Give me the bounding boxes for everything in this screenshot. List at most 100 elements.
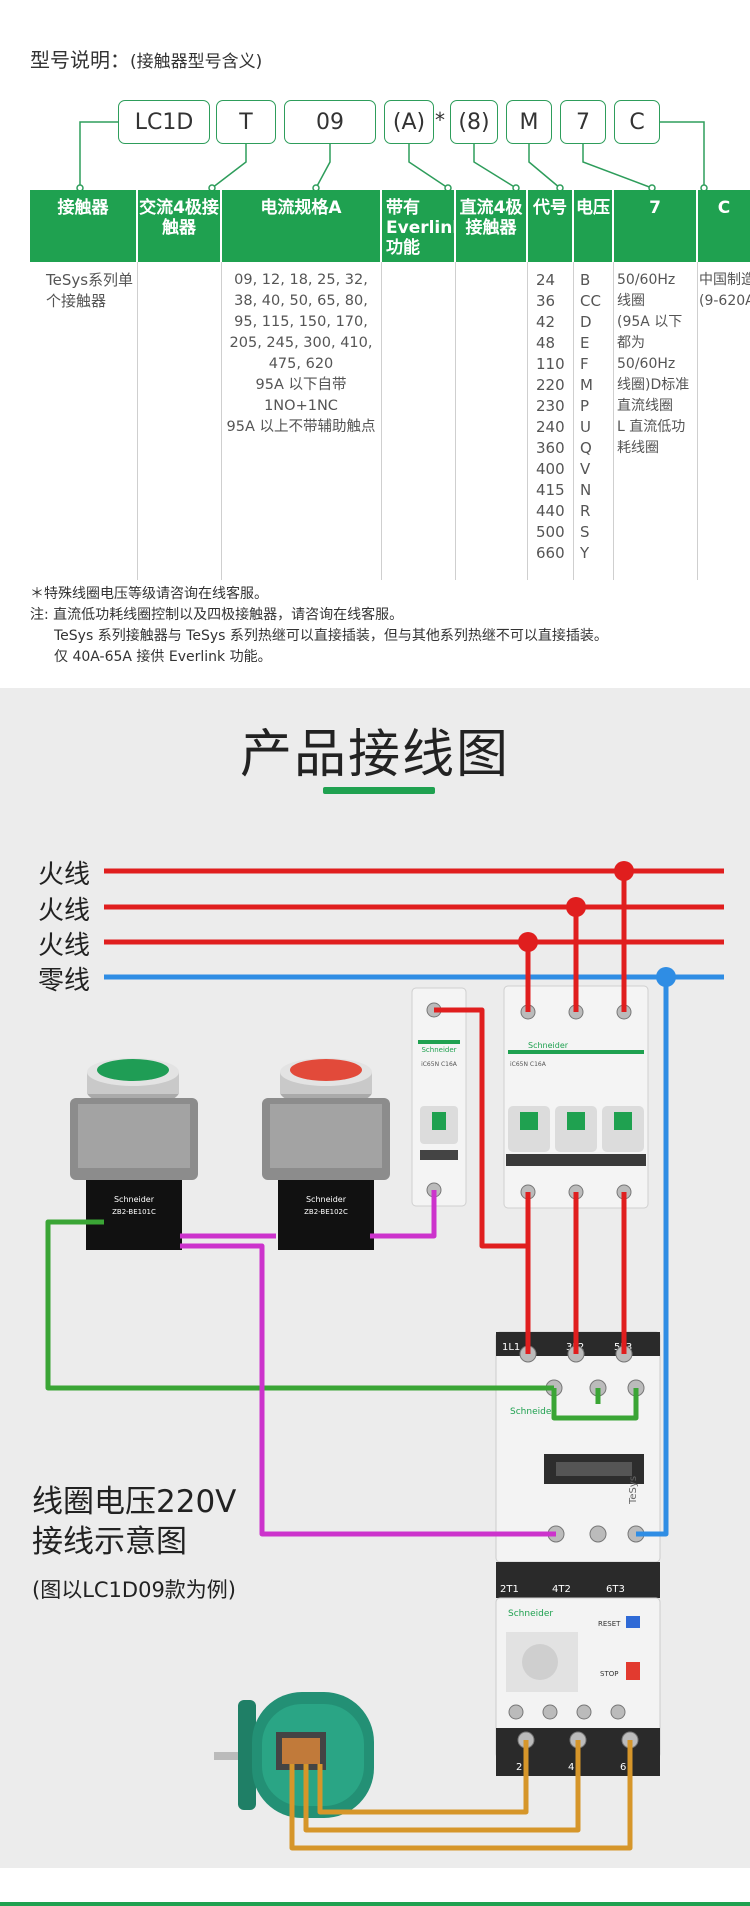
table-header-c: C	[698, 190, 750, 262]
relay-reset-label: RESET	[598, 1620, 621, 1628]
voltage-item: E	[580, 334, 590, 352]
freq-line: 都为50/60Hz	[617, 335, 676, 372]
code-item: 240	[536, 418, 565, 436]
cell-current-line: 38, 40, 50, 65, 80,	[234, 293, 368, 309]
code-item: 48	[536, 334, 556, 352]
relay-stop-label: STOP	[600, 1670, 618, 1678]
code-box-frequency: 7	[560, 100, 606, 144]
relay-terminal-6: 6	[620, 1762, 626, 1773]
voltage-item: B	[580, 271, 591, 289]
bottom-accent-line	[0, 1902, 750, 1906]
line-label-live-3: 火线	[38, 931, 91, 961]
thermal-relay: Schneider RESET STOP 2 4 6	[495, 1597, 661, 1776]
voltage-item: F	[580, 355, 589, 373]
code-item: 500	[536, 523, 565, 541]
voltage-item: Y	[580, 544, 590, 562]
code-item: 110	[536, 355, 565, 373]
red-button-model: ZB2-BE102C	[304, 1208, 348, 1216]
diagram-note-small: (图以LC1D09款为例)	[32, 1578, 237, 1602]
table-divider	[381, 262, 382, 580]
voltage-item: N	[580, 481, 592, 499]
single-pole-breaker: Schneider iC65N C16A	[411, 987, 467, 1207]
code-item: 42	[536, 313, 556, 331]
table-header-everlink: 带有Everlink功能	[382, 190, 464, 262]
diagram-note-1: 线圈电压220V	[32, 1484, 237, 1520]
code-item: 360	[536, 439, 565, 457]
code-star: *	[435, 108, 445, 132]
freq-line: (95A 以下	[617, 314, 683, 330]
code-box-pole: T	[216, 100, 276, 144]
table-divider	[613, 262, 614, 580]
relay-terminal-2: 2	[516, 1762, 522, 1773]
table-header-code: 代号	[528, 190, 572, 262]
breaker3-brand: Schneider	[528, 1041, 569, 1050]
table-divider	[455, 262, 456, 580]
table-header-dc4: 直流4极接触器	[456, 190, 526, 262]
motor	[214, 1692, 374, 1818]
table-header-7: 7	[614, 190, 696, 262]
contactor-tesys: TeSys	[628, 1476, 639, 1505]
table-divider	[573, 262, 574, 580]
code-item: 400	[536, 460, 565, 478]
model-heading: 型号说明：(接触器型号含义)	[30, 44, 262, 73]
origin-line: 中国制造	[699, 272, 750, 288]
line-label-live-1: 火线	[38, 860, 91, 890]
cell-voltage-list: B CC D E F M P U Q V N R S Y	[580, 270, 612, 564]
freq-line: 耗线圈	[617, 440, 659, 456]
code-item: 415	[536, 481, 565, 499]
relay-terminal-4: 4	[568, 1762, 574, 1773]
three-pole-breaker: Schneider iC65N C16A	[503, 985, 649, 1209]
green-button-brand: Schneider	[114, 1195, 155, 1204]
line-label-live-2: 火线	[38, 896, 91, 926]
note-line: ＊特殊线圈电压等级请咨询在线客服。	[30, 586, 268, 602]
voltage-item: S	[580, 523, 590, 541]
contactor: 1L1 3L2 5L3 Schneider TeSys 2T1 4T2 6T3	[495, 1331, 661, 1598]
code-box-voltage-code: M	[506, 100, 552, 144]
model-heading-sub: (接触器型号含义)	[130, 52, 263, 72]
note-line: 仅 40A-65A 接供 Everlink 功能。	[54, 649, 272, 665]
title-underline	[323, 787, 435, 794]
cell-current-line: 95, 115, 150, 170,	[234, 314, 368, 330]
contactor-terminal-4T2: 4T2	[552, 1584, 571, 1595]
code-box-everlink: (A)	[384, 100, 434, 144]
code-item: 220	[536, 376, 565, 394]
code-box-origin: C	[614, 100, 660, 144]
contactor-terminal-2T1: 2T1	[500, 1584, 519, 1595]
note-line: TeSys 系列接触器与 TeSys 系列热继可以直接插装，但与其他系列热继不可…	[54, 628, 608, 644]
contactor-terminal-6T3: 6T3	[606, 1584, 625, 1595]
note-line: 注: 直流低功耗线圈控制以及四极接触器，请咨询在线客服。	[30, 607, 404, 623]
voltage-item: U	[580, 418, 591, 436]
cell-current: 09, 12, 18, 25, 32, 38, 40, 50, 65, 80, …	[222, 270, 380, 438]
relay-brand: Schneider	[508, 1609, 553, 1619]
model-heading-main: 型号说明：	[30, 48, 130, 72]
voltage-item: R	[580, 502, 591, 520]
freq-line: 直流线圈	[617, 398, 673, 414]
voltage-item: D	[580, 313, 592, 331]
diagram-note-2: 接线示意图	[32, 1524, 187, 1560]
table-divider	[697, 262, 698, 580]
freq-line: 50/60Hz	[617, 272, 676, 288]
notes: ＊特殊线圈电压等级请咨询在线客服。 注: 直流低功耗线圈控制以及四极接触器，请咨…	[30, 584, 608, 668]
freq-line: L 直流低功	[617, 419, 686, 435]
table-divider	[137, 262, 138, 580]
cell-current-line: 09, 12, 18, 25, 32,	[234, 272, 368, 288]
voltage-item: M	[580, 376, 593, 394]
voltage-item: P	[580, 397, 590, 415]
code-connector-lines	[76, 121, 708, 192]
cell-c-desc: 中国制造 (9-620A)	[699, 270, 750, 312]
cell-current-line: 95A 以下自带 1NO+1NC	[255, 377, 347, 414]
line-label-neutral: 零线	[38, 966, 91, 996]
bottom-band	[0, 1868, 750, 1906]
wiring-title: 产品接线图	[239, 725, 510, 785]
freq-line: 线圈)D标准	[617, 377, 690, 393]
breaker3-rating: iC65N C16A	[510, 1061, 547, 1068]
origin-line: (9-620A)	[699, 293, 750, 309]
table-header-current: 电流规格A	[222, 190, 380, 262]
code-item: 230	[536, 397, 565, 415]
code-box-series: LC1D	[118, 100, 210, 144]
voltage-item: CC	[580, 292, 601, 310]
green-button-model: ZB2-BE101C	[112, 1208, 156, 1216]
cell-7-desc: 50/60Hz 线圈 (95A 以下 都为50/60Hz 线圈)D标准 直流线圈…	[617, 270, 697, 459]
table-divider	[221, 262, 222, 580]
code-box-dc: (8)	[450, 100, 498, 144]
